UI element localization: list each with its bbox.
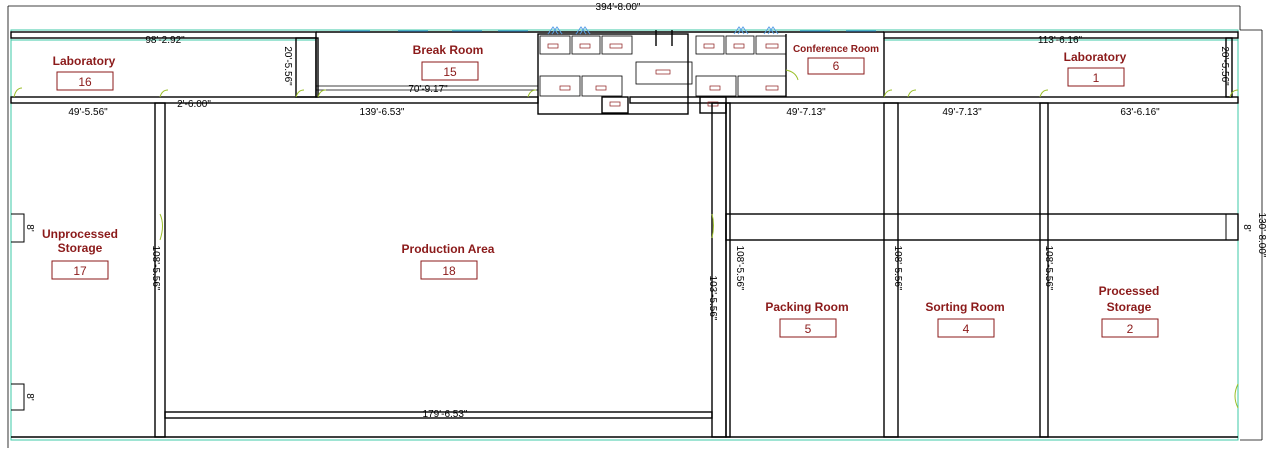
dim-door-left-a: 8' (24, 224, 35, 232)
dim-lab16-height: 20'-5.56" (282, 46, 293, 86)
room-number-packing: 5 (805, 322, 812, 336)
room-number-box-sorting (937, 318, 995, 338)
door-swings (13, 69, 1239, 409)
room-labels: Laboratory 16 Break Room 15 Conference R… (42, 43, 1160, 338)
room-name-packing: Packing Room (765, 300, 848, 314)
dim-processed-height: 108'-5.56" (1043, 246, 1054, 291)
room-name-processed-2: Storage (1107, 300, 1152, 314)
dim-unprocessed-height: 108'-5.56" (150, 246, 161, 291)
room-number-sorting: 4 (963, 322, 970, 336)
room-name-conference: Conference Room (793, 44, 879, 55)
room-name-break: Break Room (413, 43, 484, 57)
room-number-box-lab1 (1067, 67, 1125, 87)
room-name-production: Production Area (402, 242, 495, 256)
dim-door-right: 8' (1241, 224, 1252, 232)
room-number-box-unprocessed (51, 260, 109, 280)
left-door-marks (11, 213, 1238, 411)
room-name-unprocessed-1: Unprocessed (42, 227, 118, 241)
room-number-lab16: 16 (78, 75, 92, 89)
room-number-box-conference (807, 57, 865, 75)
overall-dimension-lines (7, 5, 1263, 448)
dim-overall-height: 130'-8.00" (1256, 213, 1267, 258)
lower-walls (11, 102, 1239, 438)
dim-packing-width: 49'-7.13" (786, 107, 826, 118)
room-name-processed-1: Processed (1099, 284, 1160, 298)
dim-door-left-b: 8' (24, 393, 35, 401)
room-number-conference: 6 (833, 59, 840, 73)
dim-sorting-height: 108'-5.56" (892, 246, 903, 291)
room-number-box-processed (1101, 318, 1159, 338)
office-cluster (537, 30, 787, 115)
room-number-processed: 2 (1127, 322, 1134, 336)
dim-unprocessed-width: 49'-5.56" (68, 107, 108, 118)
room-number-box-packing (779, 318, 837, 338)
room-name-unprocessed-2: Storage (58, 241, 103, 255)
dim-corridor-gap: 2'-6.00" (177, 99, 211, 110)
dim-production-width: 139'-6.53" (360, 107, 405, 118)
dim-sorting-width: 49'-7.13" (942, 107, 982, 118)
room-number-lab1: 1 (1093, 71, 1100, 85)
dim-production-height: 103'-5.56" (707, 276, 718, 321)
room-number-break: 15 (443, 65, 457, 79)
upper-vertical-walls (295, 37, 1233, 98)
building-outline (10, 29, 1239, 441)
dim-break-width: 70'-9.17" (408, 84, 448, 95)
window-markers (340, 26, 876, 35)
room-number-unprocessed: 17 (73, 264, 87, 278)
room-name-lab1: Laboratory (1064, 50, 1127, 64)
room-name-lab16: Laboratory (53, 54, 116, 68)
room-number-box-production (420, 260, 478, 280)
dim-overall-width: 394'-8.00" (596, 2, 641, 13)
dim-packing-height: 108'-5.56" (734, 246, 745, 291)
dim-production-bottom-width: 179'-6.53" (423, 409, 468, 420)
room-number-box-break (421, 61, 479, 81)
room-number-box-lab16 (56, 71, 114, 91)
dim-lab16-width: 98'-2.92" (145, 35, 185, 46)
room-number-production: 18 (442, 264, 456, 278)
room-name-sorting: Sorting Room (925, 300, 1004, 314)
dimension-labels: 394'-8.00" 98'-2.92" 113'-6.16" 70'-9.17… (24, 2, 1267, 420)
dim-lab1-height: 20'-5.56" (1219, 46, 1230, 86)
outer-walls (10, 31, 1239, 39)
dim-processed-width: 63'-6.16" (1120, 107, 1160, 118)
dim-lab1-width: 113'-6.16" (1038, 35, 1083, 46)
